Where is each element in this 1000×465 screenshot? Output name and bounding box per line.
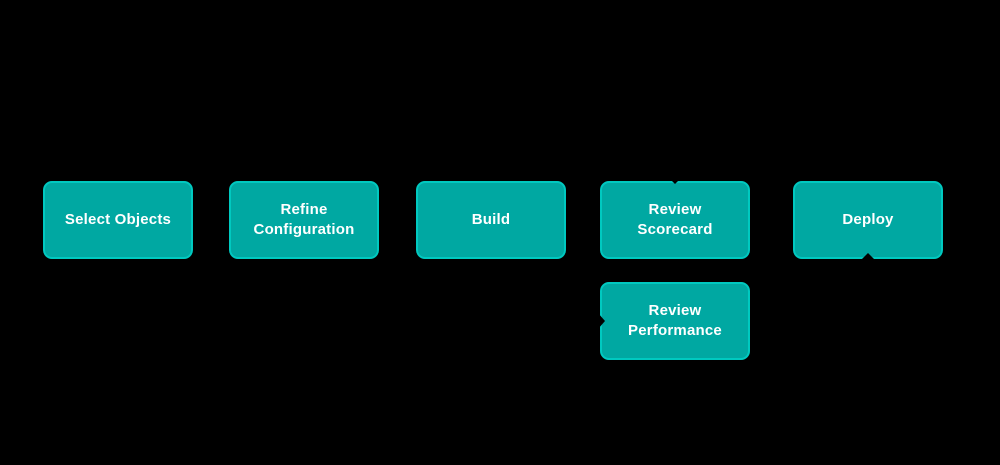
flow-node-label: Build <box>471 210 511 228</box>
connector-arrowhead-icon <box>668 177 682 184</box>
flow-node-review-performance: Review Performance <box>600 282 750 360</box>
flow-node-review-scorecard: Review Scorecard <box>600 181 750 259</box>
flow-node-refine-configuration: Refine Configuration <box>229 181 379 259</box>
connector-arrowhead-icon <box>598 313 605 329</box>
flow-node-select-objects: Select Objects <box>43 181 193 259</box>
flow-node-label: Deploy <box>842 210 894 228</box>
flow-node-build: Build <box>416 181 566 259</box>
flow-node-label: Review Scorecard <box>637 200 713 238</box>
connector-arrowhead-icon <box>861 253 875 260</box>
flow-node-label: Review Performance <box>628 301 722 339</box>
flow-node-label: Select Objects <box>64 210 172 228</box>
flow-node-deploy: Deploy <box>793 181 943 259</box>
flow-node-label: Refine Configuration <box>253 200 355 238</box>
